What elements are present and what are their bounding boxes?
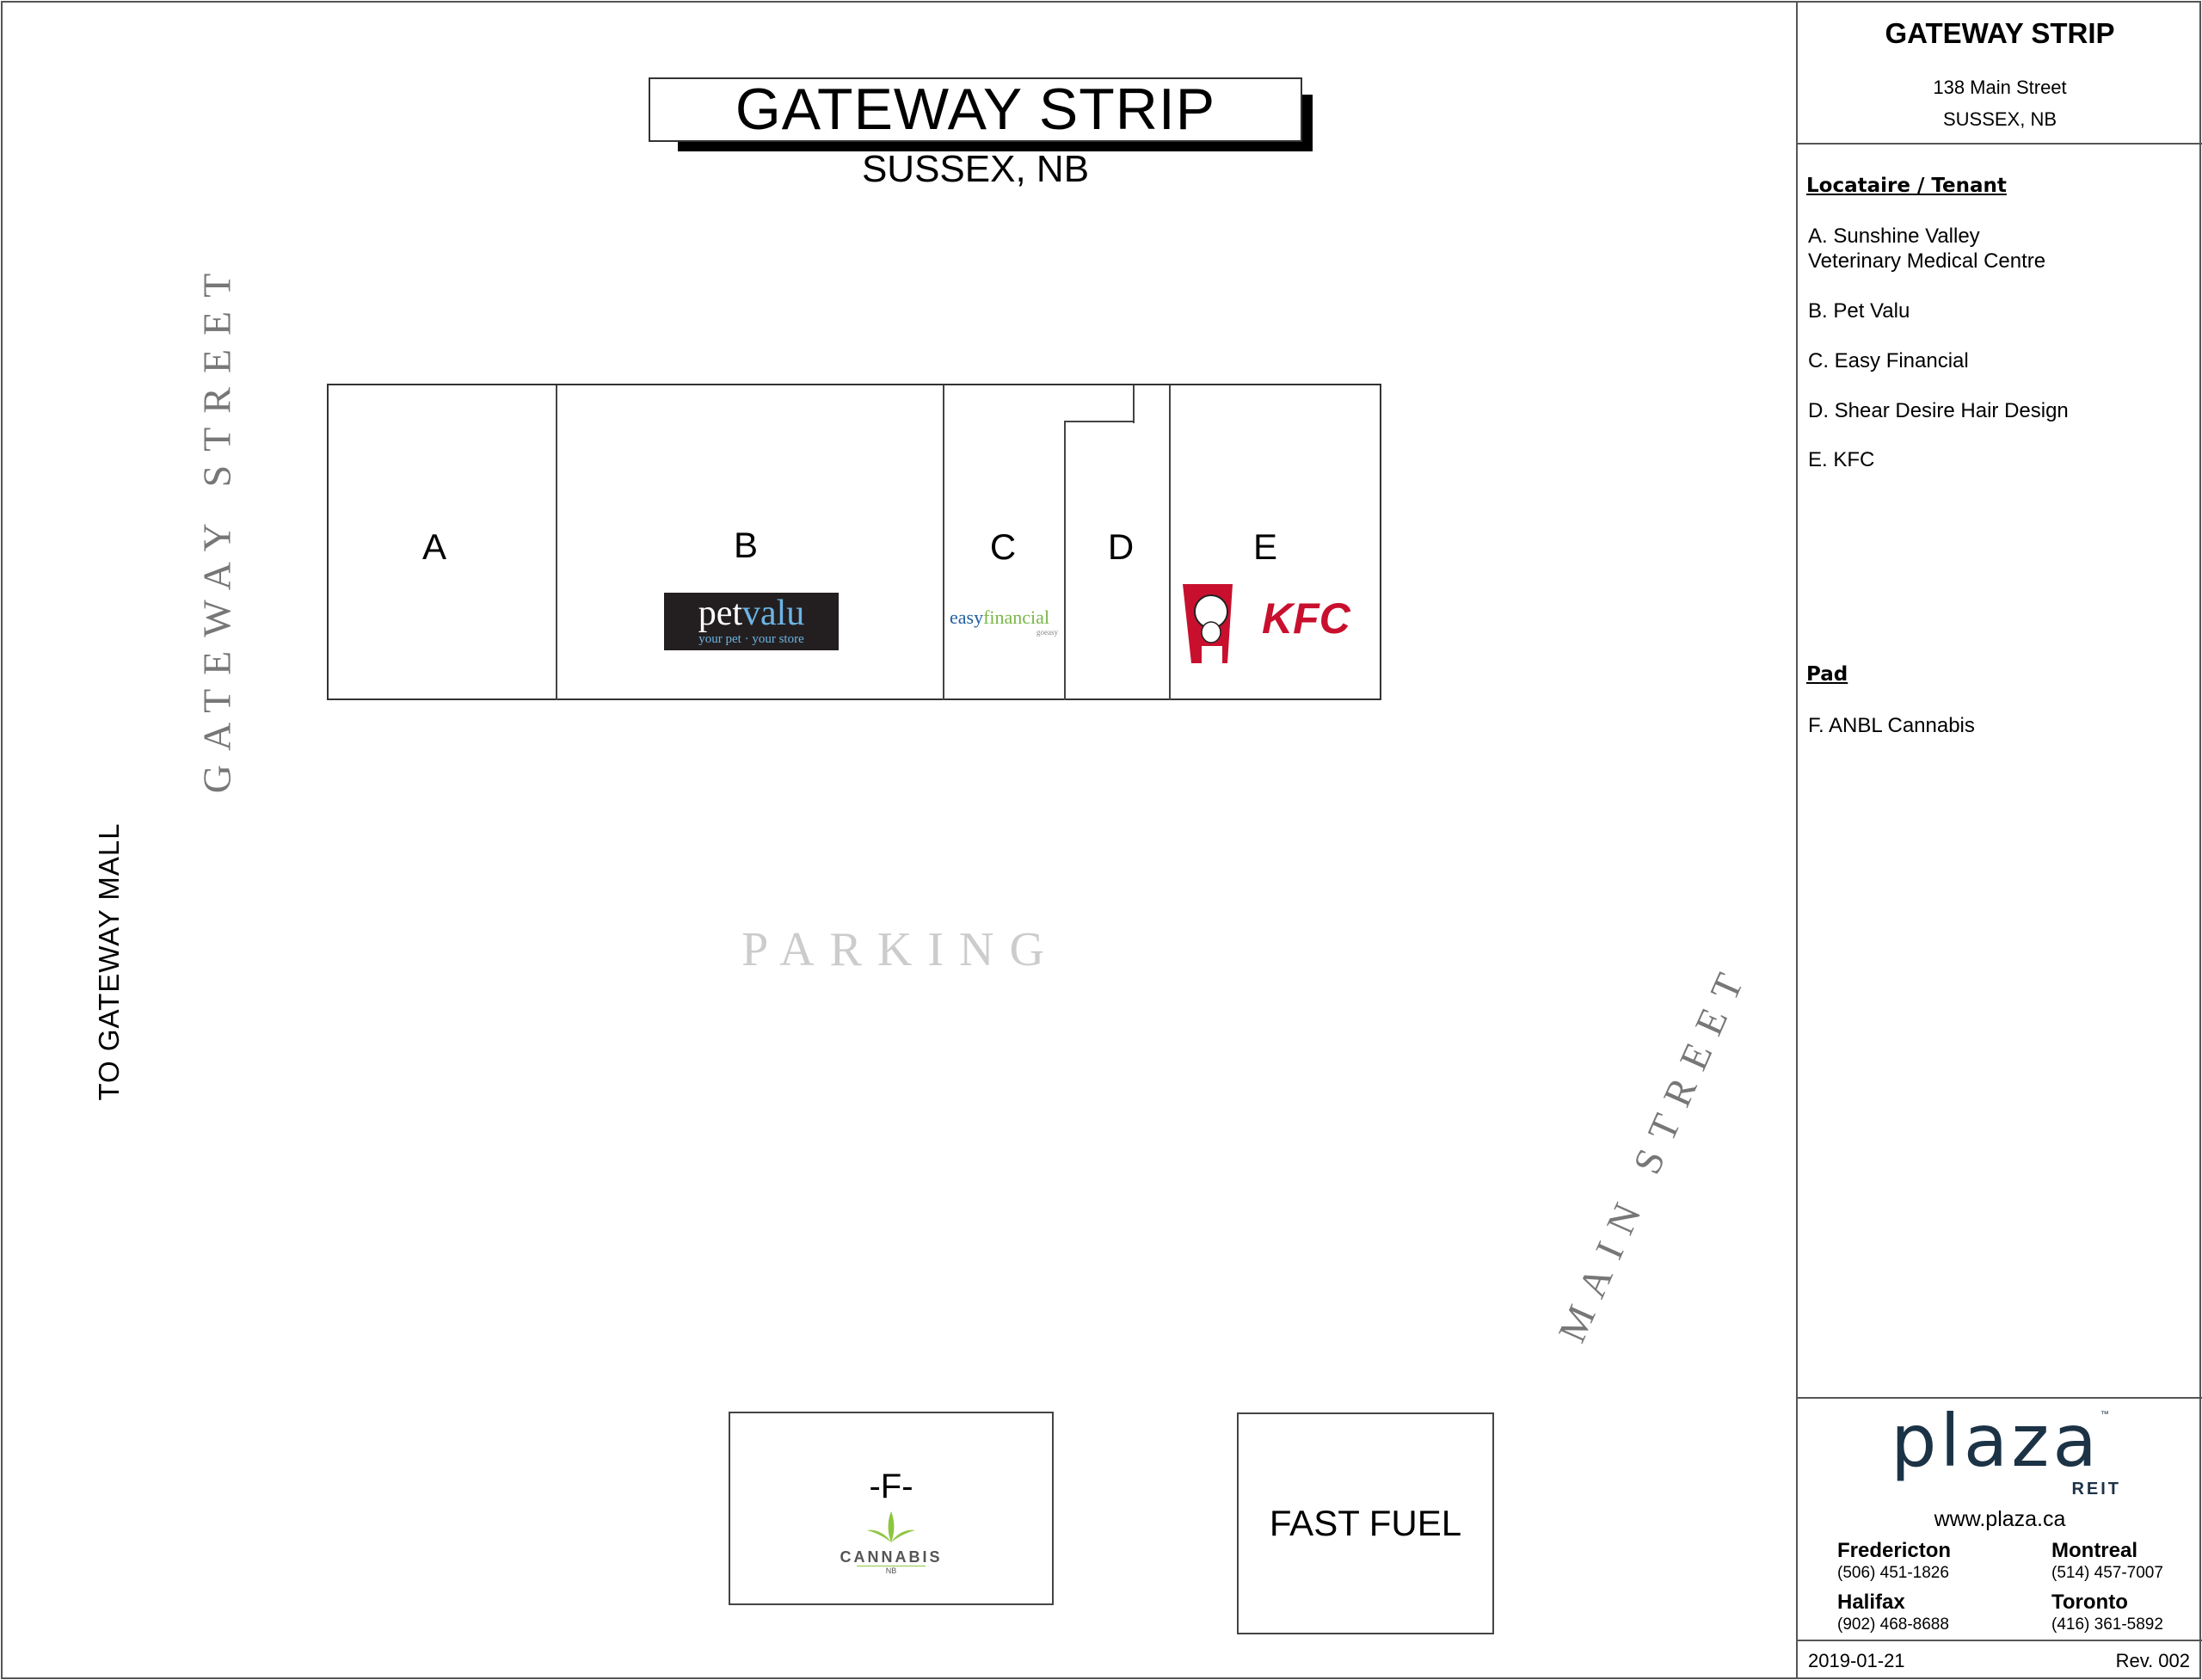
unit-divider — [1064, 422, 1066, 700]
unit-b-label: B — [733, 525, 759, 565]
unit-divider — [556, 385, 557, 700]
to-gateway-mall-label: TO GATEWAY MALL — [93, 822, 126, 1101]
office-city: Fredericton — [1837, 1539, 1952, 1562]
trademark-symbol: ™ — [2100, 1410, 2109, 1419]
office-phone: (506) 451-1826 — [1837, 1564, 1949, 1582]
kfc-logo: KFC — [1183, 579, 1365, 663]
easyfinancial-logo: easyfinancial goeasy — [950, 606, 1058, 637]
revision-number: Rev. 002 — [2115, 1650, 2190, 1671]
leaf-icon — [867, 1511, 915, 1542]
map-title: GATEWAY STRIP — [649, 77, 1302, 142]
plaza-logo: plaza™ REIT — [1867, 1402, 2133, 1498]
unit-divider — [943, 385, 944, 700]
pad-f: -F- CANNABIS NB — [729, 1412, 1054, 1605]
tenant-c: C. Easy Financial — [1808, 349, 1969, 372]
unit-a-label: A — [421, 526, 447, 567]
office-city: Halifax — [1837, 1591, 1905, 1614]
tenant-b: B. Pet Valu — [1808, 299, 1910, 323]
panel-address: 138 Main Street — [1933, 77, 2067, 98]
unit-d-label: D — [1107, 526, 1135, 567]
tenant-e: E. KFC — [1808, 448, 1875, 471]
cannabis-nb-logo: CANNABIS NB — [730, 1510, 1052, 1576]
office-city: Montreal — [2051, 1539, 2138, 1562]
plaza-wordmark: plaza — [1891, 1399, 2101, 1483]
divider — [1796, 1640, 2202, 1641]
pad-f-tenant: F. ANBL Cannabis — [1808, 714, 1975, 737]
plaza-reit-label: REIT — [2071, 1480, 2121, 1498]
revision-date: 2019-01-21 — [1808, 1650, 1905, 1671]
unit-divider — [1064, 421, 1135, 422]
unit-c-label: C — [989, 526, 1017, 567]
office-phone: (416) 361-5892 — [2051, 1615, 2163, 1634]
office-city: Toronto — [2051, 1591, 2128, 1614]
tenant-a: A. Sunshine Valley — [1808, 225, 1980, 248]
tenant-a-cont: Veterinary Medical Centre — [1808, 249, 2046, 273]
gateway-street-label: GATEWAY STREET — [194, 259, 239, 794]
strip-building — [327, 384, 1381, 700]
pad-f-label: -F- — [869, 1468, 913, 1505]
panel-title: GATEWAY STRIP — [1885, 17, 2115, 49]
fast-fuel: FAST FUEL — [1237, 1412, 1494, 1634]
petvalu-logo: petvalu your pet · your store — [664, 593, 839, 650]
office-phone: (902) 468-8688 — [1837, 1615, 1949, 1634]
tenant-d: D. Shear Desire Hair Design — [1808, 399, 2069, 422]
parking-label: PARKING — [741, 922, 1060, 976]
unit-divider — [1133, 385, 1135, 423]
map-subtitle: SUSSEX, NB — [861, 148, 1090, 190]
panel-divider — [1796, 1, 1798, 1679]
website-link[interactable]: www.plaza.ca — [1934, 1507, 2066, 1531]
office-phone: (514) 457-7007 — [2051, 1564, 2163, 1582]
tenant-heading: Locataire / Tenant — [1806, 175, 2007, 197]
panel-city: SUSSEX, NB — [1942, 108, 2057, 130]
unit-divider — [1169, 385, 1171, 700]
divider — [1796, 143, 2202, 145]
colonel-icon — [1183, 584, 1233, 663]
divider — [1796, 1397, 2202, 1399]
unit-e-label: E — [1252, 526, 1278, 567]
pad-heading: Pad — [1806, 663, 1848, 686]
